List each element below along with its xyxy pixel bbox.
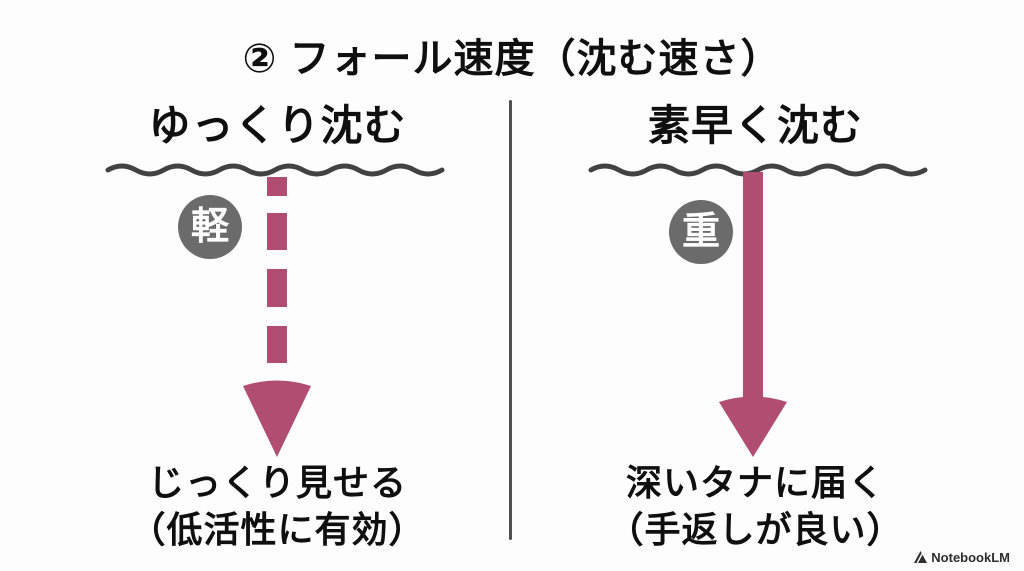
result-line1-slow: じっくり見せる bbox=[147, 462, 407, 503]
watermark: NotebookLM bbox=[914, 550, 1010, 565]
result-line1-fast: 深いタナに届く bbox=[625, 462, 885, 503]
result-line2-fast: （手返しが良い） bbox=[607, 509, 904, 550]
watermark-label: NotebookLM bbox=[931, 550, 1010, 565]
weight-badge-light-label: 軽 bbox=[190, 206, 229, 248]
page-title: ② フォール速度（沈む速さ） bbox=[242, 37, 782, 81]
fall-arrow-solid-icon bbox=[719, 172, 787, 457]
fall-arrow-dashed-icon bbox=[243, 177, 311, 457]
result-line2-slow: （低活性に有効） bbox=[129, 509, 426, 550]
result-text-slow: じっくり見せる （低活性に有効） bbox=[60, 459, 495, 553]
weight-badge-light: 軽 bbox=[178, 195, 242, 259]
weight-badge-heavy-label: 重 bbox=[681, 211, 720, 253]
center-divider bbox=[509, 100, 512, 540]
water-surface-wave-left bbox=[105, 163, 445, 177]
weight-badge-heavy: 重 bbox=[669, 200, 733, 264]
notebooklm-logo-icon bbox=[914, 551, 928, 564]
panel-heading-slow: ゆっくり沈む bbox=[148, 102, 407, 149]
water-surface-wave-right bbox=[588, 163, 928, 177]
panel-heading-fast: 素早く沈む bbox=[647, 102, 863, 149]
result-text-fast: 深いタナに届く （手返しが良い） bbox=[538, 459, 973, 553]
